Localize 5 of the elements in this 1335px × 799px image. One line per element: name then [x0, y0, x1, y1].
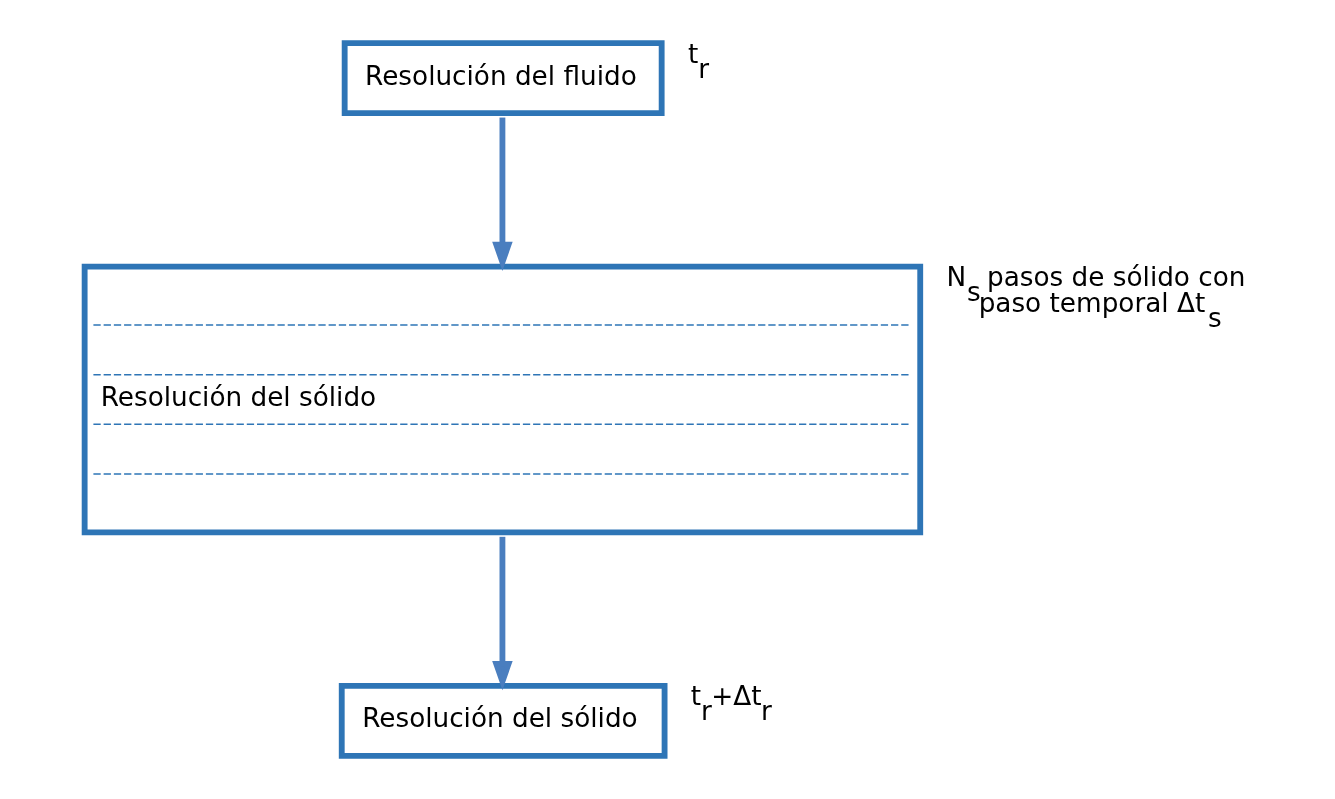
node-box: Resolución del sólido: [338, 682, 668, 759]
arrow: [492, 536, 513, 691]
node-box: Resolución del fluido: [341, 40, 665, 117]
arrow: [492, 117, 513, 271]
node-box: Resolución del sólido: [81, 263, 924, 536]
